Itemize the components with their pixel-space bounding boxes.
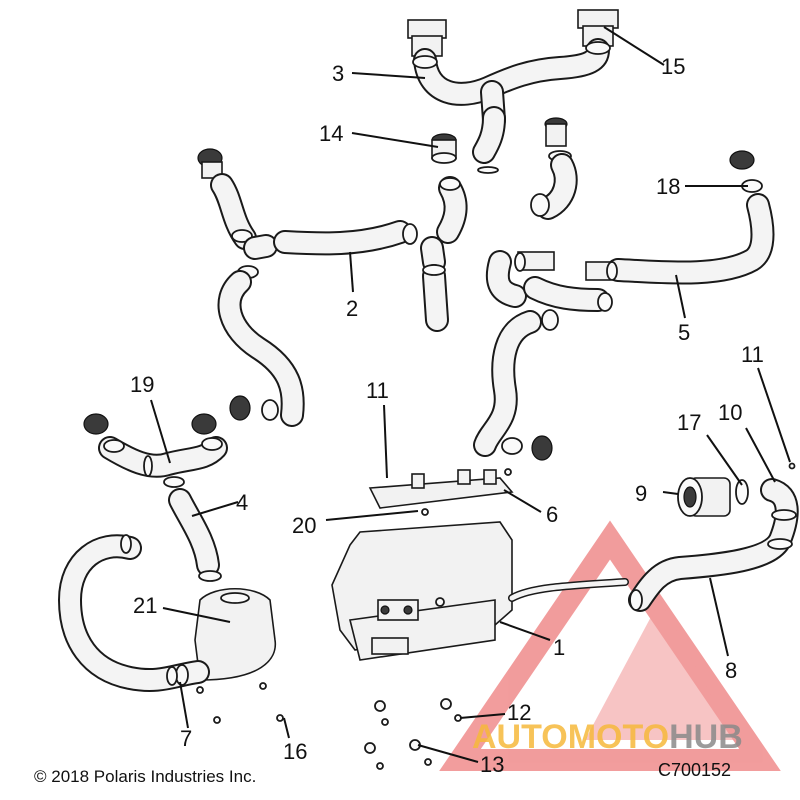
diagram-code: C700152 (658, 760, 731, 780)
callout-14: 14 (319, 121, 343, 146)
watermark-hub: HUB (669, 718, 743, 756)
part-10-elbow (628, 462, 799, 612)
callout-13: 13 (480, 752, 504, 777)
callout-5: 5 (678, 320, 690, 345)
callout-9: 9 (635, 481, 647, 506)
callout-4: 4 (236, 490, 248, 515)
watermark-text: AUTOMOTOHUB (472, 718, 743, 756)
callout-6: 6 (546, 502, 558, 527)
part-21-housing (194, 587, 277, 681)
callout-7: 7 (180, 726, 192, 751)
callout-16: 16 (283, 739, 307, 764)
callout-1: 1 (553, 635, 565, 660)
leader-lines (150, 26, 791, 763)
part-20-screw (421, 508, 429, 516)
callout-11-right: 11 (741, 342, 764, 367)
part-12-13-hardware (364, 698, 462, 770)
callout-17: 17 (677, 410, 701, 435)
part-16-screws (196, 682, 284, 724)
part-5-duct (473, 150, 775, 461)
copyright-text: © 2018 Polaris Industries Inc. (34, 767, 256, 786)
callout-8: 8 (725, 658, 737, 683)
part-3-upper-y-duct (407, 9, 619, 174)
watermark-logo (439, 520, 781, 771)
callout-11-center: 11 (366, 378, 389, 403)
callout-3: 3 (332, 61, 344, 86)
part-1-air-box (331, 521, 629, 661)
callout-15: 15 (661, 54, 685, 79)
callout-18: 18 (656, 174, 680, 199)
watermark-moto: MOTO (568, 718, 669, 756)
part-2-y-duct (197, 148, 468, 427)
small-duct-right (530, 117, 578, 220)
callout-20: 20 (292, 513, 316, 538)
callouts: 3 14 15 18 2 5 11 19 11 17 10 9 4 6 20 2… (130, 54, 764, 777)
callout-19: 19 (130, 372, 154, 397)
callout-2: 2 (346, 296, 358, 321)
callout-12: 12 (507, 700, 531, 725)
part-9-filter (677, 477, 749, 517)
part-14-duct-cap (431, 133, 457, 164)
part-6-rail (368, 468, 514, 509)
part-19-y-duct (83, 413, 228, 488)
part-4-duct (168, 488, 222, 582)
callout-21: 21 (133, 593, 157, 618)
callout-10: 10 (718, 400, 742, 425)
part-7-clamp-duct (58, 534, 210, 693)
watermark-auto: AUTO (472, 718, 568, 756)
svg-text:AUTOMOTOHUB: AUTOMOTOHUB (472, 718, 743, 756)
